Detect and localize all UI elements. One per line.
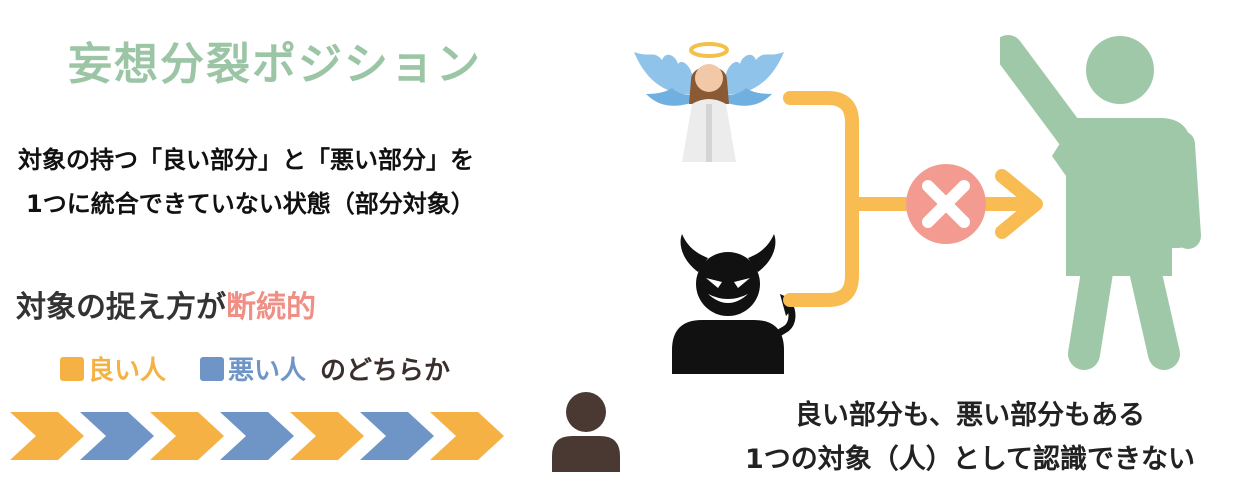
legend-good-label: 良い人 <box>88 356 167 386</box>
caption-line-1: 良い部分も、悪い部分もある <box>794 400 1146 431</box>
chevron-bad <box>360 412 434 460</box>
angel-icon <box>634 42 784 162</box>
chevron-row <box>10 412 504 460</box>
chevron-good <box>430 412 504 460</box>
legend-good: 良い人 <box>60 350 166 387</box>
description-line-1: 対象の持つ「良い部分」と「悪い部分」を <box>18 146 474 174</box>
standing-person-icon <box>1000 35 1201 370</box>
legend-bad-swatch <box>200 356 225 381</box>
arrow-icon <box>995 169 1043 239</box>
description-line-2: 1つに統合できていない状態（部分対象） <box>26 190 475 218</box>
chevron-bad <box>80 412 154 460</box>
chevron-bad <box>220 412 294 460</box>
devil-icon <box>672 234 798 374</box>
legend-bad: 悪い人 <box>200 350 306 387</box>
chevron-good <box>150 412 224 460</box>
connector <box>783 91 1043 307</box>
caption: 良い部分も、悪い部分もある 1つの対象（人）として認識できない <box>690 394 1250 482</box>
chevron-good <box>290 412 364 460</box>
legend-good-swatch <box>60 356 84 381</box>
legend: 良い人 悪い人 のどちらか <box>60 350 450 387</box>
page-title: 妄想分裂ポジション <box>68 39 482 90</box>
description: 対象の持つ「良い部分」と「悪い部分」を 1つに統合できていない状態（部分対象） <box>18 138 475 226</box>
cross-icon <box>906 164 986 244</box>
grasp-prefix: 対象の捉え方が <box>16 290 226 325</box>
user-icon <box>552 392 620 472</box>
grasp-accent: 断続的 <box>226 290 316 325</box>
grasp-statement: 対象の捉え方が断続的 <box>16 282 316 326</box>
caption-line-2: 1つの対象（人）として認識できない <box>745 444 1195 475</box>
chevron-good <box>10 412 84 460</box>
legend-bad-label: 悪い人 <box>228 356 307 386</box>
legend-suffix: のどちらか <box>320 356 451 386</box>
